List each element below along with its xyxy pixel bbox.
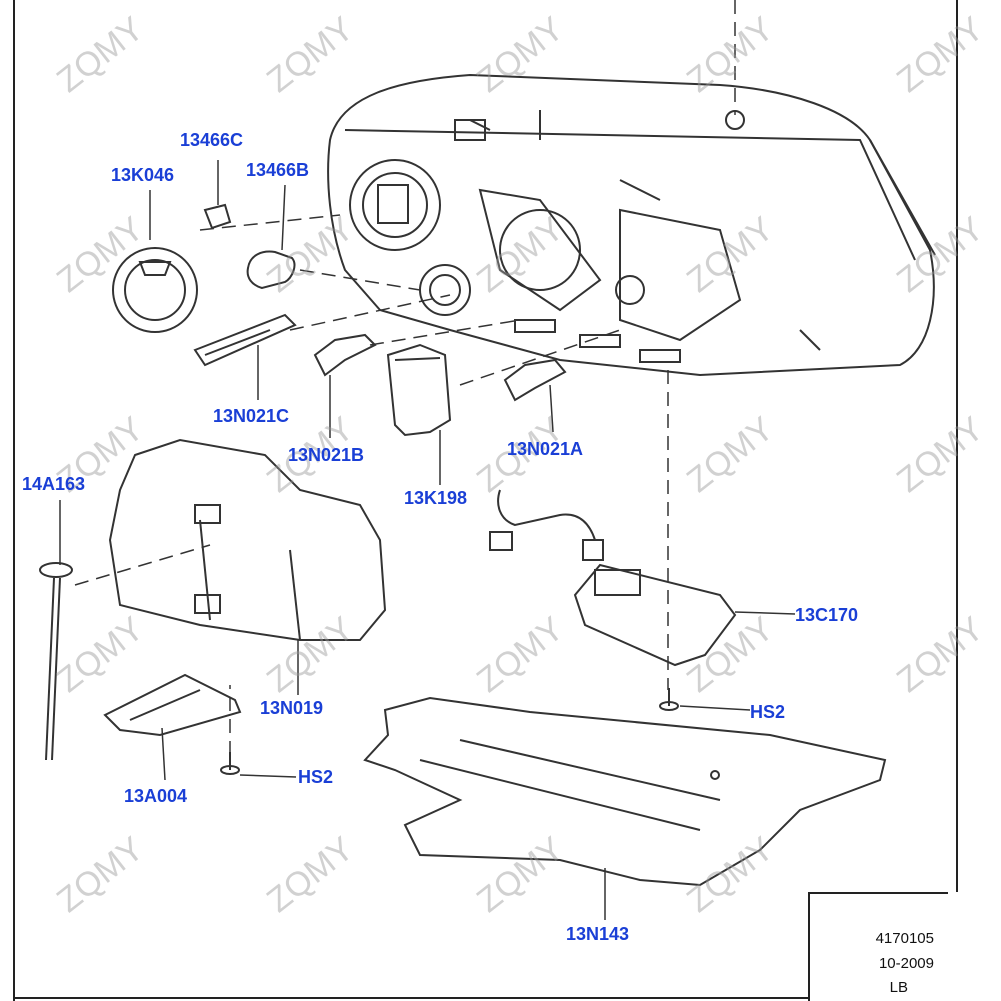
assembly-guide-lines — [74, 0, 736, 755]
callout-13n021b: 13N021B — [288, 445, 365, 465]
drawing-side: LB — [889, 979, 908, 996]
halogen-bulbs — [313, 333, 567, 402]
igniter-module — [386, 343, 452, 437]
under-shield-panel — [363, 696, 887, 887]
callout-13k198: 13K198 — [404, 488, 468, 508]
callout-13n021a: 13N021A — [507, 439, 584, 459]
callout-13466c: 13466C — [180, 130, 244, 150]
headlamp-housing — [327, 73, 936, 377]
drawing-info-box: 4170105 10-2009 LB — [808, 892, 948, 1001]
bulb-holder-strip — [193, 313, 297, 367]
callout-13k046: 13K046 — [111, 165, 175, 185]
ballast-control-unit — [489, 489, 737, 667]
screws-hs2 — [220, 688, 679, 775]
side-marker-bulbs — [203, 203, 296, 290]
callout-13a004: 13A004 — [124, 786, 188, 806]
callout-14a163: 14A163 — [22, 474, 86, 494]
drawing-date: 10-2009 — [878, 955, 934, 972]
callout-hs2-left: HS2 — [298, 767, 334, 787]
bulb-cover-cap — [112, 247, 198, 333]
rear-cover-panel — [108, 438, 387, 641]
callout-13466b: 13466B — [246, 160, 310, 180]
callout-13n021c: 13N021C — [213, 406, 290, 426]
callout-13c170: 13C170 — [795, 605, 859, 625]
drawing-number: 4170105 — [875, 930, 934, 947]
callout-hs2-right: HS2 — [750, 702, 786, 722]
adjuster-rod — [39, 562, 73, 761]
frame-lines — [13, 0, 958, 1001]
leader-lines — [59, 160, 796, 920]
callout-13n143: 13N143 — [566, 924, 630, 944]
mounting-bracket — [103, 673, 242, 737]
callout-13n019: 13N019 — [260, 698, 324, 718]
